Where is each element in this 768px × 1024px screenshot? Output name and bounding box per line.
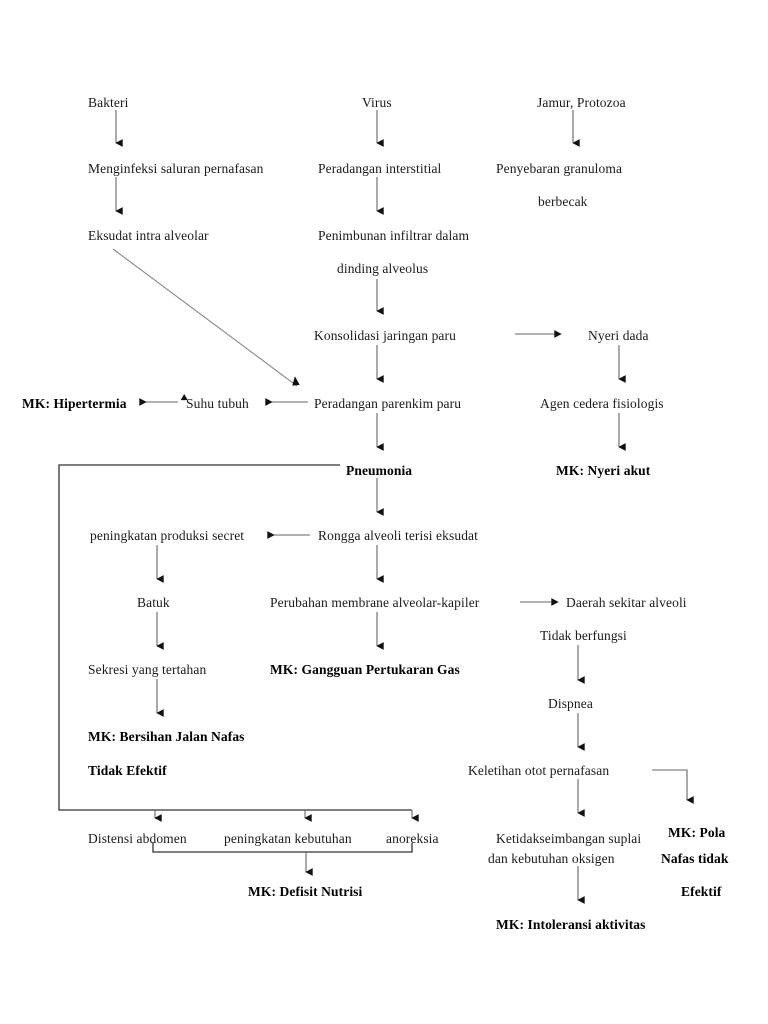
node-suhu-tubuh: Suhu tubuh [186,396,249,411]
node-mk-nyeri-akut: MK: Nyeri akut [556,463,651,478]
node-jamur-protozoa: Jamur, Protozoa [537,95,626,110]
node-keletihan-otot-pernafasan: Keletihan otot pernafasan [468,763,610,778]
node-berbecak: berbecak [538,194,588,209]
node-konsolidasi-jaringan-paru: Konsolidasi jaringan paru [314,328,456,343]
node-agen-cedera-fisiologis: Agen cedera fisiologis [540,396,664,411]
node-dan-kebutuhan-oksigen: dan kebutuhan oksigen [488,851,615,866]
node-mk-intoleransi-aktivitas: MK: Intoleransi aktivitas [496,917,646,932]
node-batuk: Batuk [137,595,170,610]
node-mk-bersihan-jalan-nafas: MK: Bersihan Jalan Nafas [88,729,245,744]
edge-eksudat-to-peradangan-parenkim-diagonal [112,248,300,387]
node-peningkatan-kebutuhan: peningkatan kebutuhan [224,831,352,846]
node-distensi-abdomen: Distensi abdomen [88,831,187,846]
node-eksudat-intra-alveolar: Eksudat intra alveolar [88,228,209,243]
node-tidak-efektif: Tidak Efektif [88,763,167,778]
node-peningkatan-produksi-secret: peningkatan produksi secret [90,528,245,543]
node-efektif: Efektif [681,884,722,899]
node-mk-pola: MK: Pola [668,825,726,840]
node-peradangan-parenkim-paru: Peradangan parenkim paru [314,396,462,411]
node-nyeri-dada: Nyeri dada [588,328,649,343]
node-rongga-alveoli-terisi-eksudat: Rongga alveoli terisi eksudat [318,528,478,543]
node-sekresi-yang-tertahan: Sekresi yang tertahan [88,662,207,677]
node-dinding-alveolus: dinding alveolus [337,261,429,276]
node-mk-hipertermia: MK: Hipertermia [22,396,127,411]
node-perubahan-membrane-alveolar-kapiler: Perubahan membrane alveolar-kapiler [270,595,480,610]
edge-pneumonia-left-bracket [58,464,412,811]
node-nafas-tidak: Nafas tidak [661,851,729,866]
node-penimbunan-infiltrar-dalam: Penimbunan infiltrar dalam [318,228,470,243]
node-mk-gangguan-pertukaran-gas: MK: Gangguan Pertukaran Gas [270,662,460,677]
edge-keletihan-to-mk-pola-nafas [652,769,694,804]
node-penyebaran-granuloma: Penyebaran granuloma [496,161,623,176]
node-tidak-berfungsi: Tidak berfungsi [540,628,627,643]
node-pneumonia: Pneumonia [346,463,413,478]
node-bakteri: Bakteri [88,95,129,110]
node-ketidakseimbangan-suplai: Ketidakseimbangan suplai [496,831,642,846]
node-mk-defisit-nutrisi: MK: Defisit Nutrisi [248,884,363,899]
node-virus: Virus [362,95,392,110]
node-dispnea: Dispnea [548,696,593,711]
node-daerah-sekitar-alveoli: Daerah sekitar alveoli [566,595,687,610]
increase-arrow-icon: ⯅ [179,390,190,405]
node-peradangan-interstitial: Peradangan interstitial [318,161,442,176]
node-menginfeksi-saluran-pernafasan: Menginfeksi saluran pernafasan [88,161,264,176]
node-anoreksia: anoreksia [386,831,439,846]
